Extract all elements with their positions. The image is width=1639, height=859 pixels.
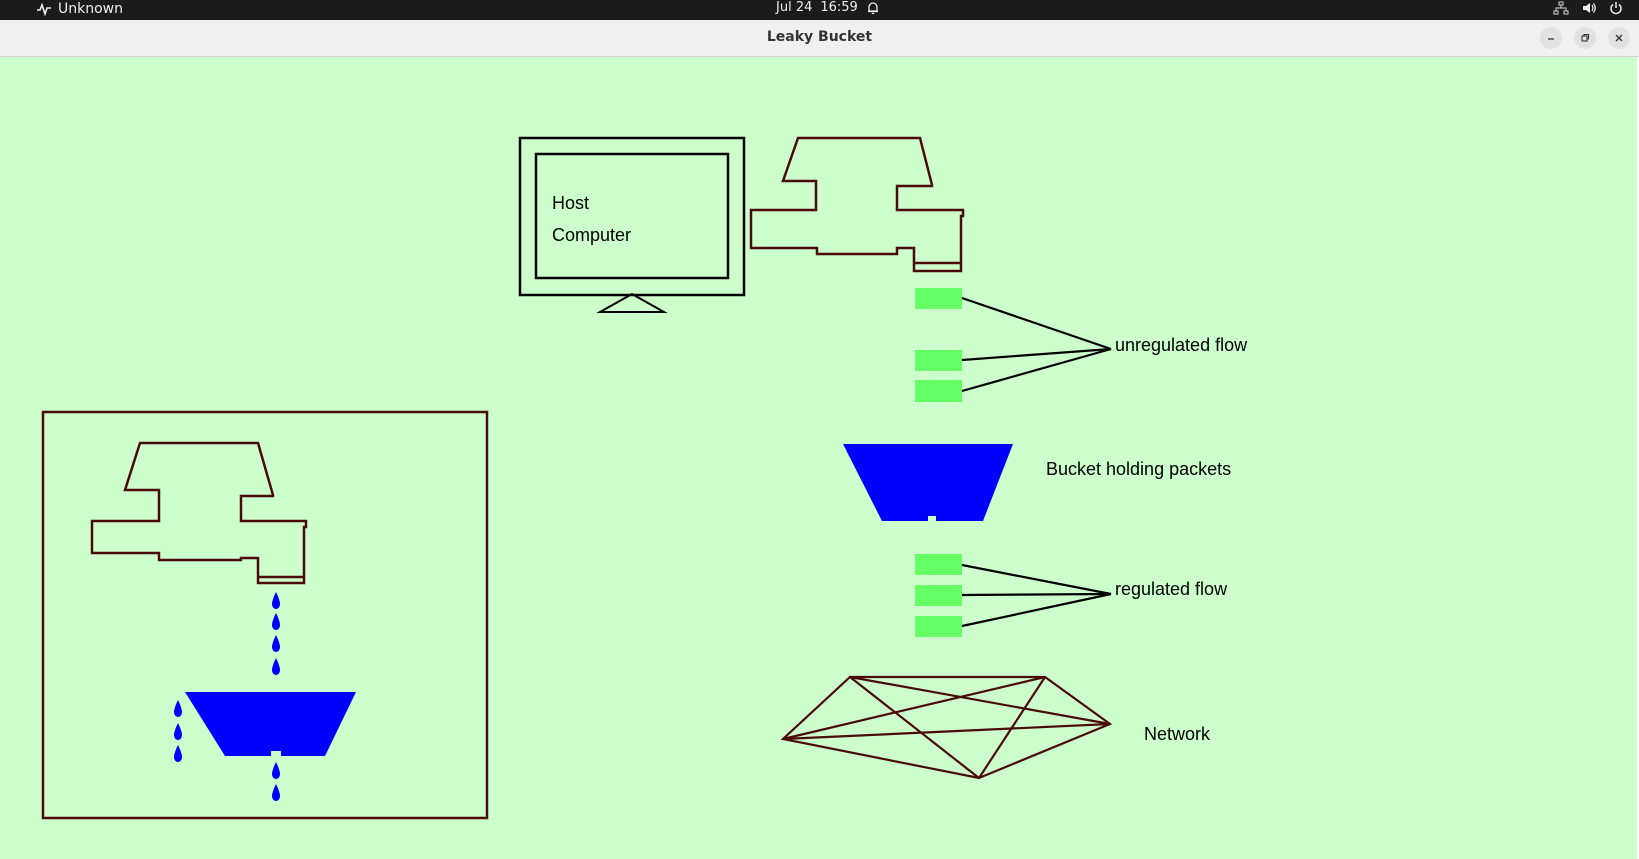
monitor-screen [534, 152, 730, 280]
drawing-canvas: Host Computer unregulated flow Bucket ho… [0, 57, 1639, 859]
leaky-bucket-scene [41, 136, 1113, 820]
host-label-line2: Computer [552, 225, 632, 245]
close-icon [1615, 34, 1623, 42]
unregulated-pointer-lines [961, 296, 1112, 393]
activities-label: Unknown [58, 1, 123, 17]
monitor-frame [518, 136, 746, 297]
system-top-bar: Unknown Jul 24 16:59 [0, 0, 1639, 20]
faucet-small [90, 441, 308, 585]
packet [915, 585, 962, 606]
window-title: Leaky Bucket [766, 29, 873, 45]
close-button[interactable] [1608, 27, 1630, 49]
network-label: Network [1144, 724, 1211, 744]
minimize-button[interactable] [1540, 27, 1562, 49]
regulated-packets [915, 554, 962, 637]
system-tray[interactable] [1553, 1, 1623, 15]
clock-date: Jul 24 [776, 0, 813, 15]
packet [915, 554, 962, 575]
main-bucket [843, 444, 1013, 521]
inset-illustration [41, 410, 489, 820]
window-title-bar[interactable]: Leaky Bucket [0, 20, 1639, 57]
volume-icon [1583, 3, 1596, 13]
packet [915, 350, 962, 371]
unregulated-packets [915, 288, 962, 402]
activities-icon [37, 2, 51, 16]
bell-icon [867, 1, 878, 14]
bucket-label: Bucket holding packets [1046, 459, 1232, 479]
inset-frame [41, 410, 489, 820]
regulated-flow-label: regulated flow [1115, 579, 1228, 599]
network-graph [780, 675, 1113, 780]
packet [915, 616, 962, 637]
faucet-top [749, 136, 965, 273]
host-label-line1: Host [552, 193, 590, 213]
maximize-icon [1581, 33, 1590, 42]
window-edge [1637, 57, 1639, 859]
clock-time: 16:59 [820, 0, 858, 15]
packet [915, 288, 962, 309]
activities-button[interactable]: Unknown [36, 1, 123, 17]
leaking-drops [272, 762, 280, 801]
host-computer [518, 136, 746, 313]
unregulated-flow-label: unregulated flow [1115, 335, 1248, 355]
overflow-drops [174, 700, 182, 762]
monitor-stand [596, 292, 668, 313]
packet [915, 380, 962, 402]
regulated-pointer-lines [961, 563, 1112, 628]
small-bucket [185, 692, 356, 756]
falling-drops-top [272, 592, 280, 675]
network-icon [1553, 1, 1569, 15]
clock-button[interactable]: Jul 24 16:59 [776, 0, 880, 15]
minimize-icon [1548, 38, 1554, 40]
maximize-button[interactable] [1574, 27, 1596, 49]
power-icon [1610, 2, 1622, 15]
